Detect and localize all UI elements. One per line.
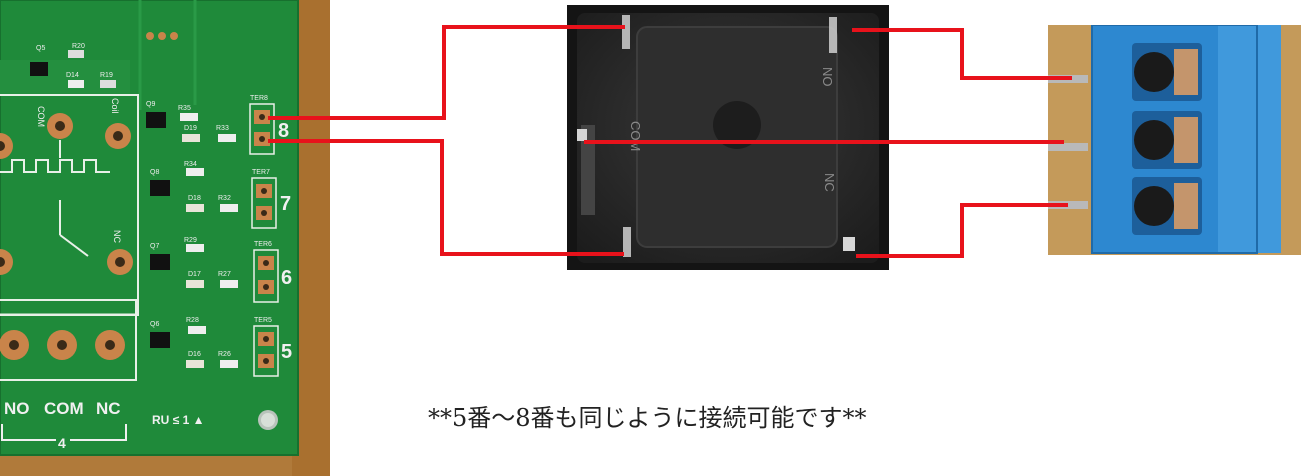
top-part-label: R20 — [72, 43, 85, 50]
top-part-label: Q5 — [36, 45, 45, 52]
terminal-label: TER5 — [254, 317, 272, 324]
terminal-number: 5 — [281, 341, 292, 363]
pcb-board-photo: Q5 R20 D14 R19 COM Coil NC NO COM NC 4 R… — [0, 0, 330, 476]
relay-no-label: NO — [820, 67, 835, 87]
resistor-b-label: R32 — [218, 195, 231, 202]
led-label: D18 — [188, 195, 201, 202]
transistor-label: Q8 — [150, 169, 159, 176]
relay-nc-pin-label: NC — [112, 230, 122, 243]
terminal-label: TER6 — [254, 241, 272, 248]
resistor-b-label: R26 — [218, 351, 231, 358]
relay-coil-pin-label: Coil — [110, 98, 120, 114]
relay-com-label: COM — [628, 121, 643, 151]
resistor-a-label: R28 — [186, 317, 199, 324]
resistor-b-label: R27 — [218, 271, 231, 278]
transistor-label: Q7 — [150, 243, 159, 250]
resistor-a-label: R29 — [184, 237, 197, 244]
pcb-nc-label: NC — [96, 399, 121, 418]
top-part-label: D14 — [66, 72, 79, 79]
resistor-b-label: R33 — [216, 125, 229, 132]
screw-terminal-photo — [1048, 25, 1301, 255]
terminal-number: 8 — [278, 120, 289, 142]
led-label: D19 — [184, 125, 197, 132]
resistor-a-label: R35 — [178, 105, 191, 112]
relay-com-pin-label: COM — [36, 106, 46, 127]
transistor-label: Q9 — [146, 101, 155, 108]
terminal-number: 7 — [280, 193, 291, 215]
pcb-marking: RU ≤ 1 ▲ — [152, 413, 204, 427]
top-part-label: R19 — [100, 72, 113, 79]
pcb-channel-number: 4 — [58, 435, 66, 451]
terminal-number: 6 — [281, 267, 292, 289]
resistor-a-label: R34 — [184, 161, 197, 168]
transistor-label: Q6 — [150, 321, 159, 328]
relay-nc-label: NC — [822, 173, 837, 192]
terminal-label: TER8 — [250, 95, 268, 102]
pcb-no-label: NO — [4, 399, 30, 418]
led-label: D16 — [188, 351, 201, 358]
terminal-label: TER7 — [252, 169, 270, 176]
relay-bottom-photo: NO COM NC — [567, 5, 889, 270]
pcb-com-label: COM — [44, 399, 84, 418]
connection-note: **5番〜8番も同じように接続可能です** — [428, 404, 867, 432]
led-label: D17 — [188, 271, 201, 278]
